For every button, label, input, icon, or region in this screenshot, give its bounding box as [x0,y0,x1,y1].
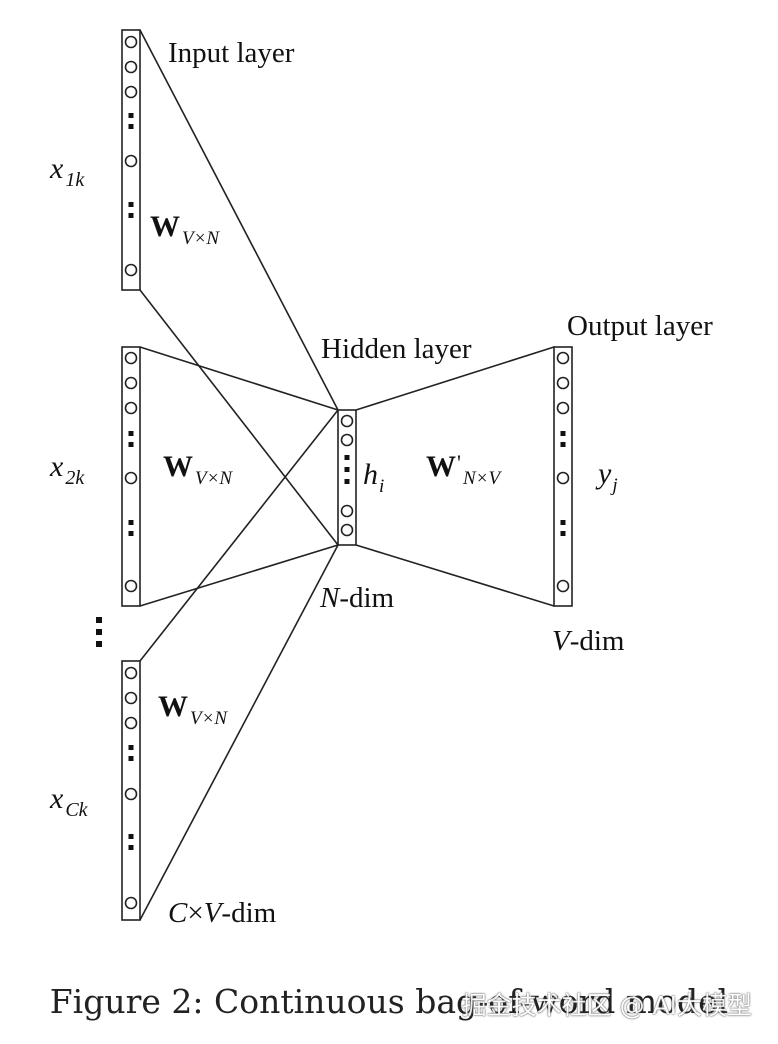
neuron [124,691,138,705]
ellipsis-dot [128,442,134,447]
hidden-unit-label: hi [363,458,384,497]
neuron [124,263,138,277]
ellipsis-dot [128,431,134,436]
ellipsis-dot [128,845,134,850]
ellipsis-dot [128,834,134,839]
edge-input2-hidden-bottom [139,544,339,607]
ellipsis-dot [344,479,350,484]
figure-caption: Figure 2: Continuous bag-of-word model [49,982,729,1021]
output-weight-matrix-label: W'N×V [426,450,502,489]
neuron [556,351,570,365]
neuron [340,504,354,518]
ellipsis-dot [560,520,566,525]
edge-hidden-output-bottom [355,544,555,607]
ellipsis-dot [344,455,350,460]
edge-input3-hidden-bottom [139,544,339,921]
input-layer-label: Input layer [168,37,295,69]
ellipsis-dot [344,467,350,472]
neuron [124,471,138,485]
output-dim-label: V-dim [552,625,625,657]
ellipsis-dot [96,617,102,623]
ellipsis-dot [128,520,134,525]
neuron [556,579,570,593]
neuron [124,666,138,680]
ellipsis-dot [128,213,134,218]
neuron [124,787,138,801]
ellipsis-dot [128,202,134,207]
edge-input2-hidden-top [139,346,339,411]
neuron [124,401,138,415]
neuron [124,154,138,168]
edge-input1-hidden-top [139,29,339,411]
ellipsis-dot [96,629,102,635]
neuron [124,896,138,910]
neuron [124,376,138,390]
output-unit-label: yj [595,457,618,496]
neuron [124,579,138,593]
edge-hidden-output-top [355,346,555,411]
ellipsis-dot [128,531,134,536]
ellipsis-dot [128,124,134,129]
neuron [556,401,570,415]
neuron [340,523,354,537]
neuron [124,60,138,74]
watermark: 掘金技术社区 @ AI大模型 [461,991,752,1020]
hidden-dim-label: N-dim [319,582,395,614]
input-dim-label: C×V-dim [168,897,277,929]
neuron [124,35,138,49]
edge-input3-hidden-top [139,409,339,662]
ellipsis-dot [560,442,566,447]
neuron [124,351,138,365]
ellipsis-dot [560,431,566,436]
neuron [340,414,354,428]
neuron [124,85,138,99]
ellipsis-dot [560,531,566,536]
hidden-layer-label: Hidden layer [321,333,472,365]
ellipsis-dot [128,113,134,118]
output-layer-label: Output layer [567,310,713,342]
ellipsis-dot [128,756,134,761]
neuron [340,433,354,447]
neuron [124,716,138,730]
neuron [556,376,570,390]
neuron [556,471,570,485]
ellipsis-dot [96,641,102,647]
edge-input1-hidden-bottom [139,289,339,546]
ellipsis-dot [128,745,134,750]
